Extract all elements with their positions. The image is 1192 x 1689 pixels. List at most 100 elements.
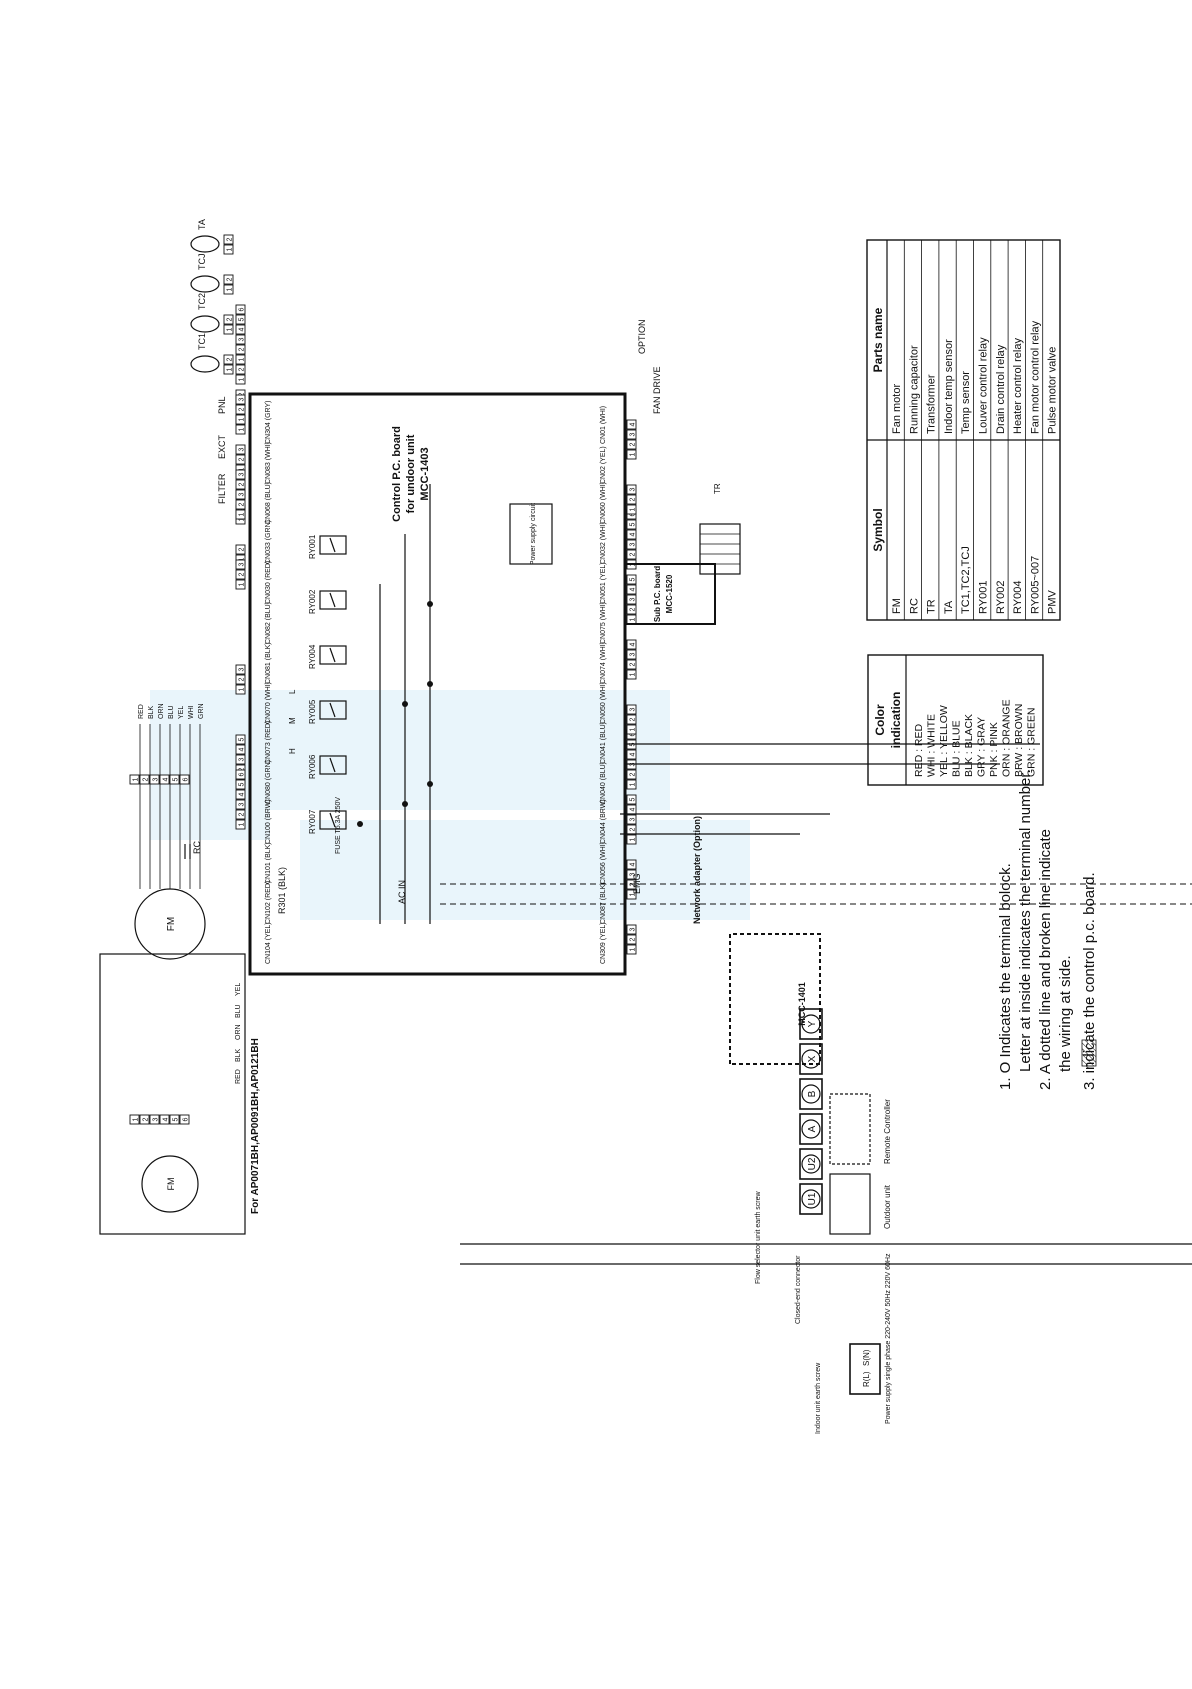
fan-speed-label: L (288, 689, 297, 694)
terminal-label: A (807, 1125, 818, 1132)
parts-name: Pulse motor valve (1047, 347, 1059, 434)
connector-label: CN041 (BLU) (600, 722, 607, 764)
pin-number: 3 (630, 817, 637, 821)
terminal-rl: R(L) (862, 1371, 871, 1387)
pin-number: 1 (227, 287, 234, 291)
connector-label: CN051 (YEL) (600, 562, 607, 604)
pin (223, 234, 234, 245)
pin-number: 6 (630, 512, 637, 516)
connector-label: CN073 (RED) (265, 721, 272, 764)
connector-pins: 123 (235, 559, 246, 590)
sensor-pins: 12 (223, 274, 234, 295)
pin (626, 944, 637, 955)
note-3: 3. indicate the control p.c. board. (1081, 872, 1098, 1090)
pin-number: 2 (239, 502, 246, 506)
pin-number: 2 (239, 407, 246, 411)
pin (235, 674, 246, 685)
color-indication-title-2: indication (889, 692, 903, 749)
parts-symbol: FM (891, 598, 903, 614)
pin (139, 1114, 150, 1125)
wire-color-label: BLK (148, 705, 155, 719)
sensor-tcj-icon (190, 275, 220, 293)
pin-number: 2 (239, 347, 246, 351)
pin (235, 509, 246, 520)
pin-number: 1 (239, 557, 246, 561)
sensor-tc2-icon (190, 315, 220, 333)
connector-label: CN068 (BLU) (265, 482, 272, 524)
variant-wire-color: YEL (235, 983, 242, 996)
pin-number: 4 (239, 327, 246, 331)
pin-number: 2 (239, 572, 246, 576)
pin-number: 3 (630, 707, 637, 711)
color-row: ORN : ORANGE (1001, 699, 1013, 777)
connector-label: CN056 (WHI) (600, 842, 607, 884)
terminal-label: U1 (807, 1192, 818, 1205)
connector-label: CN080 (GRN) (265, 760, 272, 804)
sensor-label: TA (197, 219, 207, 230)
pin-number: 2 (239, 457, 246, 461)
pin (235, 314, 246, 325)
fuse-label: FUSE T6.3A 250V (335, 797, 342, 854)
pin (149, 774, 160, 785)
pin (235, 394, 246, 405)
connector-pins: 123 (235, 394, 246, 425)
pin (223, 274, 234, 285)
pin-number: 5 (239, 782, 246, 786)
connector-pins: 12 (235, 544, 246, 565)
pin (626, 649, 637, 660)
pin (159, 774, 170, 785)
pin (626, 494, 637, 505)
pin-number: 1 (227, 367, 234, 371)
relay-label: RY002 (308, 589, 317, 614)
pin (626, 574, 637, 585)
pin (223, 314, 234, 325)
wire-color-label: YEL (178, 706, 185, 719)
note-1b: Letter at inside indicates the terminal … (1017, 769, 1034, 1072)
bottom-connector-row: CN309 (YEL)CN087 (BLK)CN056 (WHI)CN044 (… (600, 406, 637, 964)
variant-wire-color: RED (235, 1069, 242, 1084)
pin (626, 419, 637, 430)
pin-number: 4 (630, 807, 637, 811)
indoor-earth-label: Indoor unit earth screw (815, 1362, 822, 1434)
pin (235, 809, 246, 820)
connector-pins: 123 (235, 489, 246, 520)
pin-number: 1 (630, 782, 637, 786)
wire-color-label: BLU (168, 705, 175, 719)
pin (235, 364, 246, 375)
wire-color-label: ORN (158, 703, 165, 719)
connector-pins: 123 (626, 704, 637, 735)
connector-pins: 123 (235, 664, 246, 695)
fan-speed-label: M (288, 717, 297, 724)
color-row: WHI : WHITE (926, 714, 938, 777)
pin (235, 334, 246, 345)
pin-number: 2 (239, 677, 246, 681)
pin-number: 1 (239, 582, 246, 586)
pin-number: 2 (239, 767, 246, 771)
pin (235, 414, 246, 425)
connector-label: CN104 (YEL) (265, 922, 272, 964)
relay-label: RY001 (308, 534, 317, 559)
pin-number: 6 (239, 772, 246, 776)
relay-coil (319, 645, 347, 665)
pin-number: 1 (630, 837, 637, 841)
wire-color-label: RED (138, 704, 145, 719)
sensor-pins: 12 (223, 354, 234, 375)
label-option: OPTION (637, 319, 647, 354)
pin-number: 3 (630, 872, 637, 876)
connector-pins: 12 (235, 364, 246, 385)
pin (235, 469, 246, 480)
connector-pins: 123 (626, 924, 637, 955)
pin-number: 3 (630, 542, 637, 546)
label-filter: FILTER (217, 473, 227, 504)
terminal-label: B (807, 1090, 818, 1097)
relay-coil (319, 535, 347, 555)
connector-label: CN304 (GRY) (265, 401, 272, 444)
variant-wire-color: BLK (235, 1048, 242, 1062)
network-board-model: MCC-1401 (797, 982, 807, 1026)
relay-label: RY004 (308, 644, 317, 669)
pin-number: 2 (630, 497, 637, 501)
top-connector-row: CN104 (YEL)CN102 (RED)CN101 (BLK)CN100 (… (235, 304, 272, 964)
